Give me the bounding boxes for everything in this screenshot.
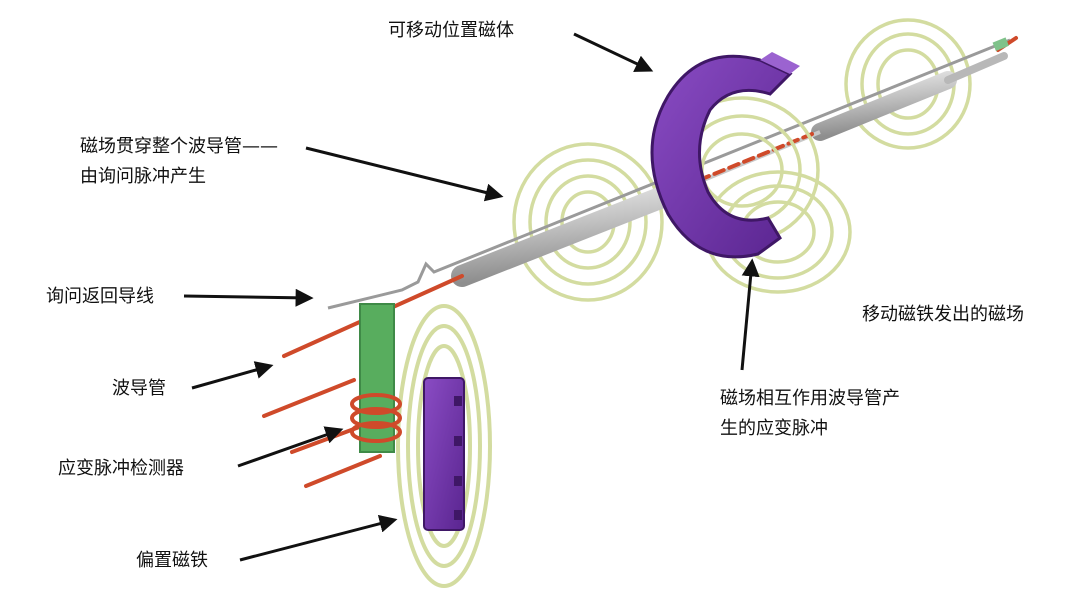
label-return-wire: 询问返回导线 [46, 286, 154, 307]
label-waveguide-field: 磁场贯穿整个波导管—— 由询问脉冲产生 [80, 136, 278, 187]
detector-coil [350, 393, 402, 443]
label-waveguide: 波导管 [112, 378, 166, 399]
bias-magnet-notches [454, 396, 462, 520]
label-bias-magnet: 偏置磁铁 [136, 550, 208, 571]
bias-magnet-bar [423, 377, 465, 531]
label-strain-detector: 应变脉冲检测器 [58, 458, 184, 479]
label-moving-magnet-field: 移动磁铁发出的磁场 [862, 304, 1024, 325]
tip-end-cap [992, 37, 1009, 51]
strain-detector-plate [359, 303, 395, 453]
movable-magnet [650, 54, 793, 259]
label-movable-magnet: 可移动位置磁体 [388, 20, 514, 41]
return-wire [327, 38, 1011, 310]
movable-magnet-top-face [760, 52, 800, 74]
label-strain-interaction: 磁场相互作用波导管产 生的应变脉冲 [720, 388, 900, 439]
callout-arrows [183, 32, 760, 562]
bias-magnet-field-rings [396, 304, 492, 588]
